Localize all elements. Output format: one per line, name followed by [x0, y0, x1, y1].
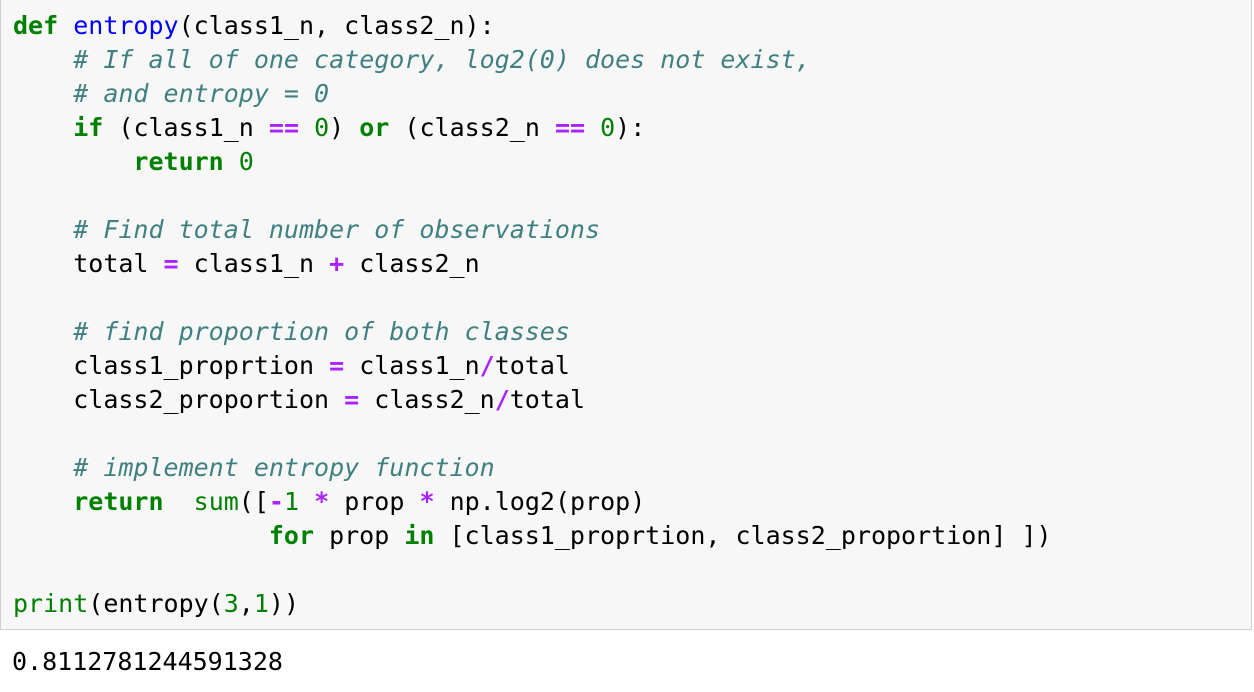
comment: # If all of one category, log2(0) does n… [73, 45, 811, 74]
number-literal: 0 [238, 147, 254, 176]
code-text [299, 487, 314, 516]
number-literal: 0 [314, 113, 330, 142]
code-text: class1_n [344, 351, 480, 380]
code-text: prop [314, 521, 405, 550]
code-line-3: # and entropy = 0 [13, 77, 1052, 111]
code-text: class2_n [359, 385, 495, 414]
operator-multiply: * [419, 487, 435, 516]
code-text: prop [329, 487, 420, 516]
code-text: ([ [238, 487, 269, 516]
operator-assign: = [344, 385, 360, 414]
operator-eq: == [268, 113, 300, 142]
code-text: (entropy( [88, 589, 224, 618]
code-line-16: for prop in [class1_proprtion, class2_pr… [13, 519, 1052, 553]
operator-plus: + [329, 249, 345, 278]
code-text: class2_proportion [73, 385, 345, 414]
keyword-return: return [73, 487, 164, 516]
code-line-1: def entropy(class1_n, class2_n): [13, 9, 1052, 43]
code-text: np.log2(prop) [434, 487, 646, 516]
code-text: [class1_proprtion, class2_proportion] ]) [434, 521, 1052, 550]
code-text: ) [329, 113, 360, 142]
function-params: (class1_n, class2_n): [178, 11, 495, 40]
code-text: , [238, 589, 254, 618]
number-literal: 1 [283, 487, 300, 516]
code-text: total [73, 249, 164, 278]
code-line-17 [13, 553, 1052, 587]
code-line-12: class2_proportion = class2_n/total [13, 383, 1052, 417]
operator-assign: = [329, 351, 345, 380]
keyword-def: def [13, 11, 59, 40]
keyword-if: if [73, 113, 104, 142]
code-text: total [509, 385, 586, 414]
operator-minus: - [268, 487, 284, 516]
code-text: (class1_n [118, 113, 269, 142]
comment: # Find total number of observations [73, 215, 601, 244]
code-line-9 [13, 281, 1052, 315]
code-line-2: # If all of one category, log2(0) does n… [13, 43, 1052, 77]
code-line-13 [13, 417, 1052, 451]
operator-divide: / [479, 351, 495, 380]
keyword-or: or [359, 113, 390, 142]
function-name: entropy [73, 11, 179, 40]
keyword-in: in [404, 521, 435, 550]
builtin-print: print [13, 589, 89, 618]
code-line-6 [13, 179, 1052, 213]
number-literal: 1 [253, 589, 269, 618]
comment: # and entropy = 0 [73, 79, 330, 108]
code-line-5: return 0 [13, 145, 1052, 179]
code-text: ): [615, 113, 646, 142]
code-line-18: print(entropy(3,1)) [13, 587, 1052, 621]
code-text: class1_proprtion [73, 351, 330, 380]
operator-divide: / [494, 385, 510, 414]
code-line-4: if (class1_n == 0) or (class2_n == 0): [13, 111, 1052, 145]
code-text: class2_n [344, 249, 480, 278]
number-literal: 0 [600, 113, 616, 142]
code-line-8: total = class1_n + class2_n [13, 247, 1052, 281]
code-text: )) [268, 589, 300, 618]
operator-eq: == [554, 113, 586, 142]
code-line-15: return sum([-1 * prop * np.log2(prop) [13, 485, 1052, 519]
code-line-10: # find proportion of both classes [13, 315, 1052, 349]
code-text: class1_n [178, 249, 330, 278]
comment: # find proportion of both classes [73, 317, 570, 346]
code-input-area[interactable]: def entropy(class1_n, class2_n): # If al… [0, 0, 1252, 630]
cell-output: 0.8112781244591328 [12, 647, 283, 676]
keyword-return: return [133, 147, 224, 176]
code-line-7: # Find total number of observations [13, 213, 1052, 247]
keyword-for: for [268, 521, 315, 550]
operator-assign: = [163, 249, 179, 278]
builtin-sum: sum [193, 487, 239, 516]
code-line-14: # implement entropy function [13, 451, 1052, 485]
code-text: (class2_n [389, 113, 555, 142]
comment: # implement entropy function [73, 453, 495, 482]
number-literal: 3 [223, 589, 239, 618]
code-text: total [494, 351, 570, 380]
code-line-11: class1_proprtion = class1_n/total [13, 349, 1052, 383]
code-editor[interactable]: def entropy(class1_n, class2_n): # If al… [13, 9, 1052, 621]
operator-multiply: * [314, 487, 330, 516]
